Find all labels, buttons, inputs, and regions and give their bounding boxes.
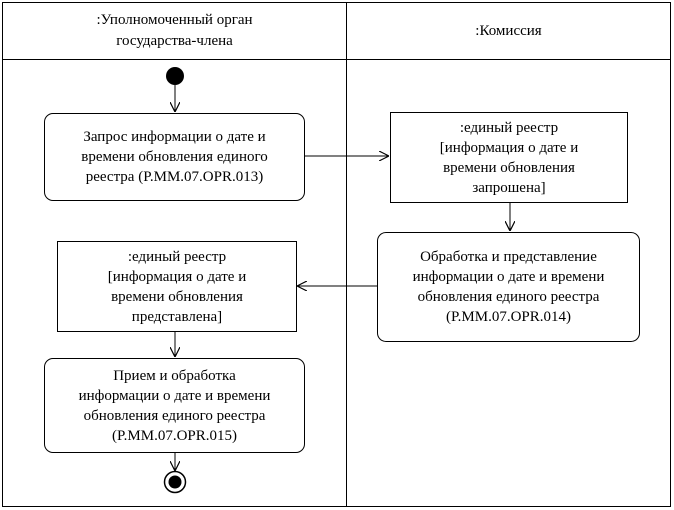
action-request-update-info: Запрос информации о дате и времени обнов… — [44, 113, 305, 201]
initial-node — [166, 67, 184, 85]
action-process-label: Обработка и представление информации о д… — [412, 249, 605, 325]
object-registry-requested: :единый реестр [информация о дате и врем… — [390, 112, 628, 203]
action-process-and-present: Обработка и представление информации о д… — [377, 232, 640, 342]
action-receive-label: Прием и обработка информации о дате и вр… — [78, 367, 271, 444]
lane-title-commission: :Комиссия — [475, 22, 542, 39]
action-request-label: Запрос информации о дате и времени обнов… — [81, 129, 268, 185]
final-node-core — [168, 475, 182, 489]
object-presented-label: :единый реестр [информация о дате и врем… — [107, 248, 247, 325]
action-receive-and-process: Прием и обработка информации о дате и вр… — [44, 358, 305, 453]
lane-title-member-state: :Уполномоченный орган государства-члена — [96, 12, 253, 49]
object-registry-presented: :единый реестр [информация о дате и врем… — [57, 241, 297, 332]
object-requested-label: :единый реестр [информация о дате и врем… — [439, 119, 579, 196]
